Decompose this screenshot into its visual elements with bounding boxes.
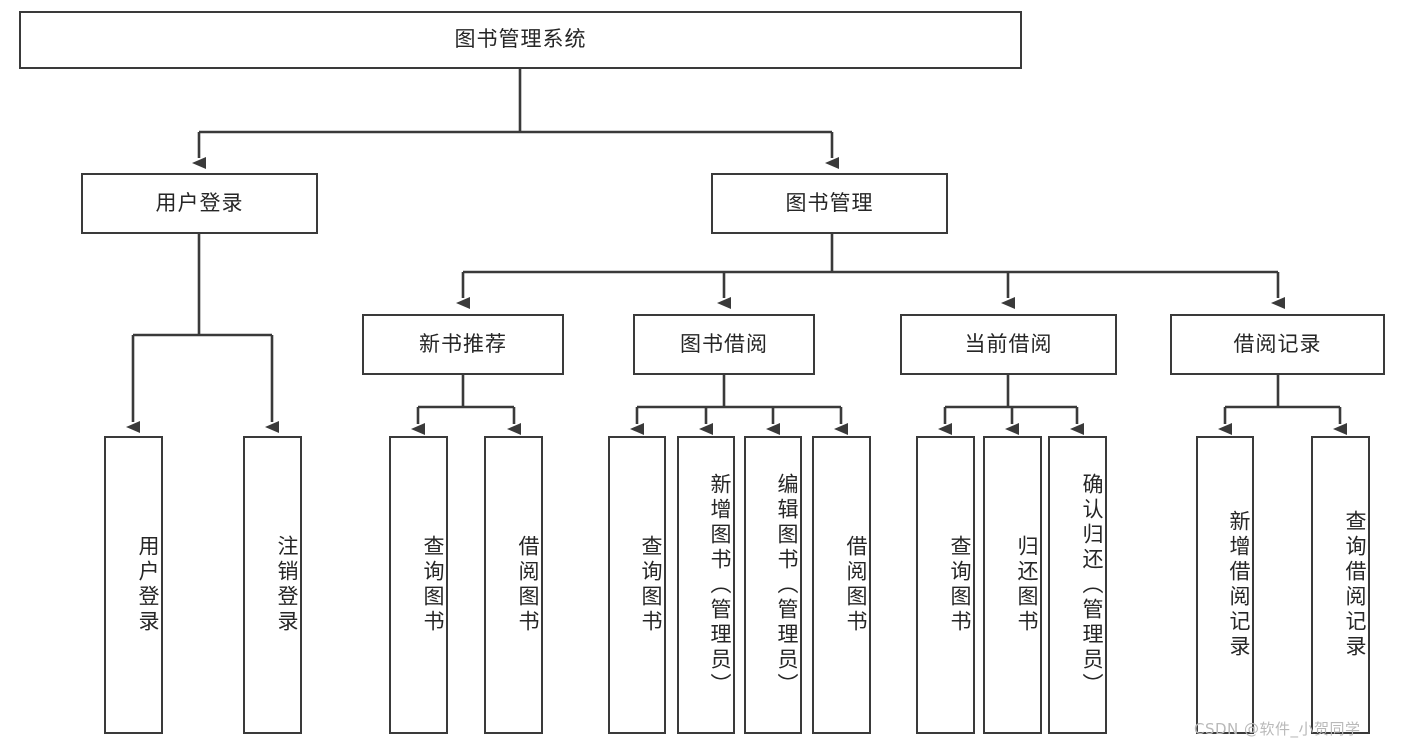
leaf-label: 编辑图书（管理员）: [775, 472, 799, 698]
leaf-label: 查询图书: [639, 535, 663, 635]
leaf-new-book-query[interactable]: 查询图书: [389, 436, 448, 734]
leaf-label: 新增图书（管理员）: [708, 472, 732, 698]
node-user-login-label: 用户登录: [155, 190, 244, 215]
node-user-login[interactable]: 用户登录: [81, 173, 318, 234]
leaf-borrow-edit-book-admin[interactable]: 编辑图书（管理员）: [744, 436, 802, 734]
leaf-label: 新增借阅记录: [1227, 510, 1251, 660]
leaf-borrow-add-book-admin[interactable]: 新增图书（管理员）: [677, 436, 735, 734]
leaf-label: 注销登录: [275, 535, 299, 635]
leaf-label: 借阅图书: [516, 535, 540, 635]
leaf-label: 查询图书: [421, 535, 445, 635]
node-book-management-label: 图书管理: [785, 190, 874, 215]
node-book-management[interactable]: 图书管理: [711, 173, 948, 234]
node-new-book-recommend[interactable]: 新书推荐: [362, 314, 564, 375]
leaf-record-add-record[interactable]: 新增借阅记录: [1196, 436, 1254, 734]
node-root[interactable]: 图书管理系统: [19, 11, 1022, 69]
leaf-user-login-login[interactable]: 用户登录: [104, 436, 163, 734]
node-borrow-record[interactable]: 借阅记录: [1170, 314, 1385, 375]
leaf-borrow-query-book[interactable]: 查询图书: [608, 436, 666, 734]
leaf-label: 查询借阅记录: [1343, 510, 1367, 660]
node-book-borrow[interactable]: 图书借阅: [633, 314, 815, 375]
node-root-label: 图书管理系统: [454, 27, 587, 52]
leaf-label: 查询图书: [948, 535, 972, 635]
node-current-borrow[interactable]: 当前借阅: [900, 314, 1117, 375]
leaf-label: 用户登录: [136, 535, 160, 635]
leaf-new-book-borrow[interactable]: 借阅图书: [484, 436, 543, 734]
leaf-borrow-borrow-book[interactable]: 借阅图书: [812, 436, 871, 734]
csdn-watermark: CSDN @软件_小贺同学: [1194, 720, 1361, 738]
node-borrow-record-label: 借阅记录: [1233, 331, 1322, 356]
node-current-borrow-label: 当前借阅: [964, 331, 1053, 356]
leaf-current-return-book[interactable]: 归还图书: [983, 436, 1042, 734]
leaf-record-query-record[interactable]: 查询借阅记录: [1311, 436, 1370, 734]
leaf-label: 确认归还（管理员）: [1080, 472, 1104, 698]
node-new-book-recommend-label: 新书推荐: [419, 331, 507, 356]
leaf-current-query-book[interactable]: 查询图书: [916, 436, 975, 734]
leaf-current-confirm-return-admin[interactable]: 确认归还（管理员）: [1048, 436, 1107, 734]
node-book-borrow-label: 图书借阅: [680, 331, 768, 356]
leaf-label: 归还图书: [1015, 535, 1039, 635]
leaf-label: 借阅图书: [844, 535, 868, 635]
leaf-user-login-logout[interactable]: 注销登录: [243, 436, 302, 734]
